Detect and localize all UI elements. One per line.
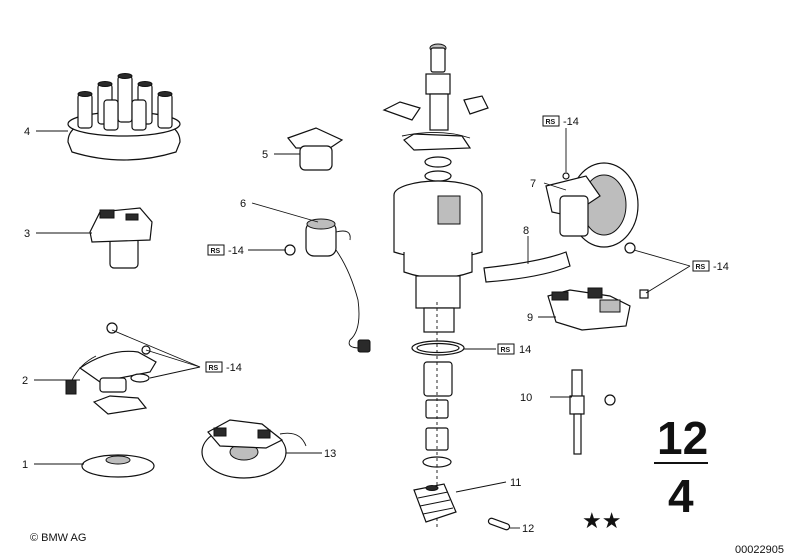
callout-3: 3: [24, 228, 30, 240]
svg-text:RS: RS: [211, 248, 221, 255]
group-sub-number: 4: [668, 470, 694, 522]
washer-top-1[interactable]: [424, 156, 452, 168]
part-10-shaft[interactable]: [569, 369, 616, 455]
part-5-rotor[interactable]: [287, 127, 344, 171]
part-11-drive-gear[interactable]: [413, 483, 457, 523]
callout-4: 4: [24, 126, 30, 138]
spacer-sleeve[interactable]: [423, 361, 453, 397]
rs-ref-6: -14: [228, 245, 244, 257]
callout-5: 5: [262, 149, 268, 161]
svg-text:RS: RS: [696, 264, 706, 271]
callout-10: 10: [520, 392, 532, 404]
callout-9: 9: [527, 312, 533, 324]
svg-text:RS: RS: [546, 119, 556, 126]
rs-badge-7: RS: [542, 115, 560, 127]
part-3-rotor-housing[interactable]: [89, 207, 153, 269]
part-1-cover-disc[interactable]: [81, 454, 155, 478]
callout-12: 12: [522, 523, 534, 535]
callout-11: 11: [510, 477, 521, 489]
part-4-distributor-cap[interactable]: [67, 73, 181, 161]
part-2-contact-breaker[interactable]: [65, 322, 157, 415]
callout-6: 6: [240, 198, 246, 210]
part-12-pin[interactable]: [487, 517, 511, 531]
callout-7: 7: [530, 178, 536, 190]
part-shaft-assembly[interactable]: [382, 43, 489, 151]
callout-13: 13: [324, 448, 336, 460]
rs-badge-2: RS: [205, 361, 223, 373]
washer-top-2[interactable]: [424, 170, 452, 182]
callout-2: 2: [22, 375, 28, 387]
svg-text:RS: RS: [209, 365, 219, 372]
copyright-text: © BMW AG: [30, 532, 86, 544]
callout-1: 1: [22, 459, 28, 471]
svg-text:RS: RS: [501, 347, 511, 354]
rs-badge-6: RS: [207, 244, 225, 256]
rs-ref-2: -14: [226, 362, 242, 374]
rs-ref-9: -14: [713, 261, 729, 273]
part-9-bracket[interactable]: [547, 242, 649, 331]
o-ring-inner: [416, 342, 460, 354]
rs-badge-oring: RS: [497, 343, 515, 355]
rs-badge-9: RS: [692, 260, 710, 272]
distributor-housing[interactable]: [393, 180, 483, 333]
part-6-condenser[interactable]: [284, 218, 371, 353]
quality-stars: ★★: [582, 509, 621, 534]
group-main-number: 12: [657, 412, 708, 464]
callout-8: 8: [523, 225, 529, 237]
rs-ref-7: -14: [563, 116, 579, 128]
rs-ref-oring: 14: [519, 344, 531, 356]
part-13-breaker-plate[interactable]: [201, 419, 307, 479]
part-7-vacuum-unit[interactable]: [545, 162, 639, 248]
spacer-1[interactable]: [425, 399, 449, 419]
diagram-id: 00022905: [735, 544, 784, 556]
part-8-clamp-strap[interactable]: [483, 251, 571, 283]
